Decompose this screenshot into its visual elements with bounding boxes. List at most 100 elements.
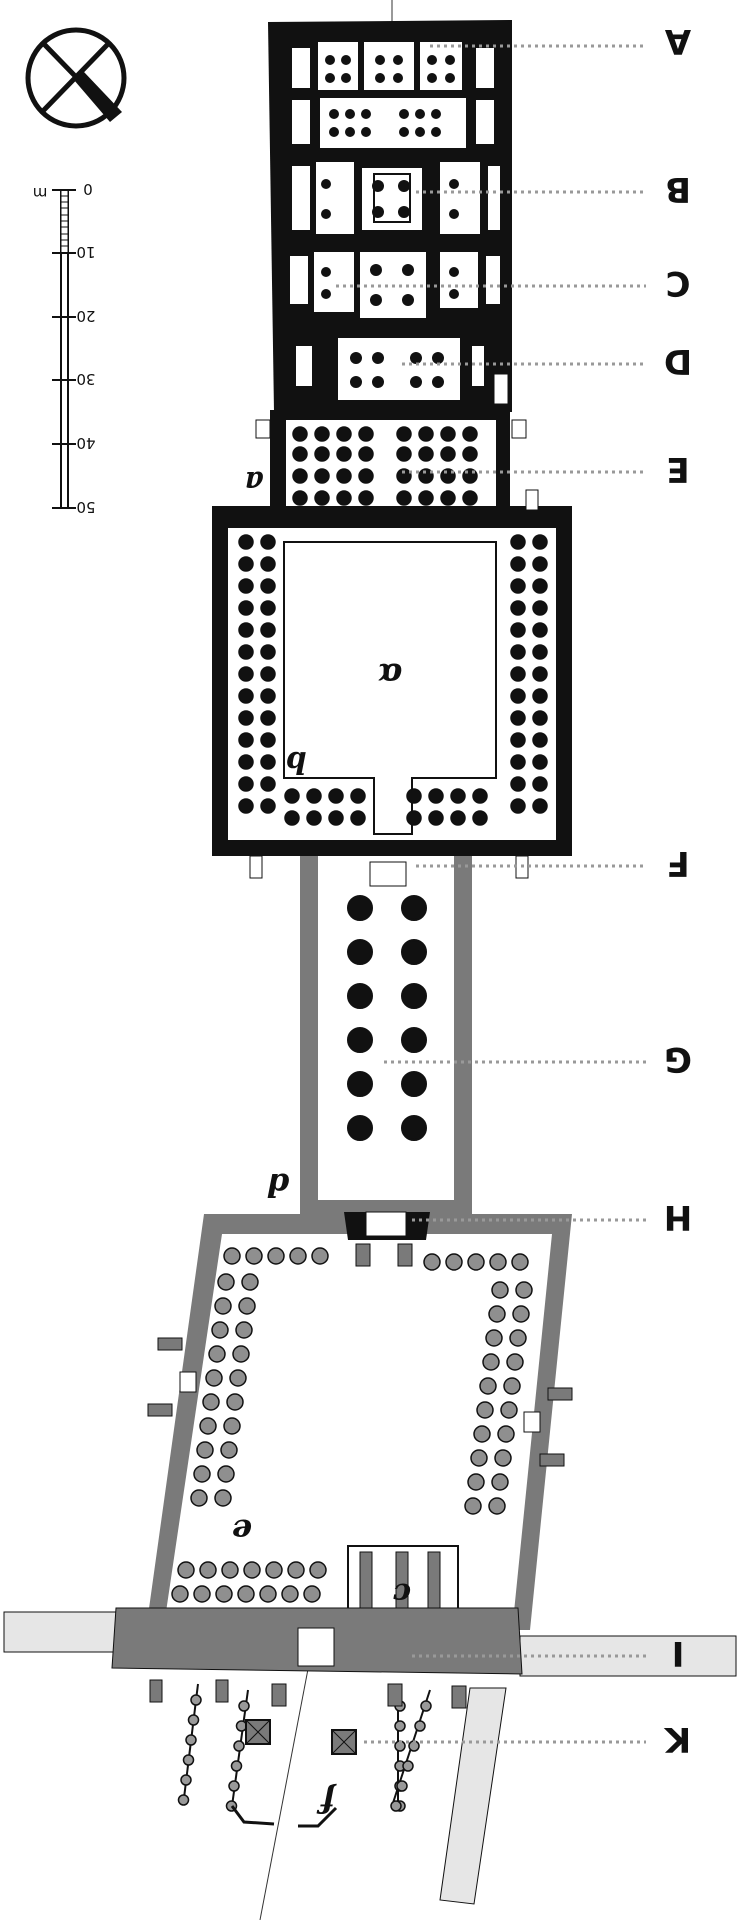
- column: [401, 1027, 427, 1053]
- column: [532, 534, 548, 550]
- column: [267, 1247, 285, 1265]
- column: [462, 446, 478, 462]
- letter-b: b: [286, 744, 307, 779]
- column: [515, 1281, 533, 1299]
- column: [237, 1585, 255, 1603]
- label-H: H: [664, 1197, 692, 1237]
- label-F: F: [666, 843, 689, 883]
- column: [347, 1115, 373, 1141]
- column: [260, 688, 276, 704]
- column: [418, 426, 434, 442]
- column: [260, 622, 276, 638]
- column: [238, 710, 254, 726]
- column: [228, 1780, 240, 1792]
- column: [185, 1734, 197, 1746]
- column: [238, 534, 254, 550]
- column: [503, 1377, 521, 1395]
- column: [347, 895, 373, 921]
- column: [238, 622, 254, 638]
- column: [199, 1417, 217, 1435]
- column: [229, 1369, 247, 1387]
- letter-d: d: [267, 1166, 289, 1204]
- column: [233, 1740, 245, 1752]
- leader-lines: [336, 44, 646, 1744]
- column: [358, 490, 374, 506]
- column: [396, 1780, 408, 1792]
- column: [177, 1794, 190, 1806]
- column: [238, 1297, 256, 1315]
- column: [238, 798, 254, 814]
- column: [193, 1585, 211, 1603]
- column: [467, 1473, 485, 1491]
- column: [260, 776, 276, 792]
- column: [215, 1585, 233, 1603]
- column: [347, 1071, 373, 1097]
- column: [241, 1273, 259, 1291]
- column: [418, 446, 434, 462]
- scale-unit: m: [33, 184, 48, 202]
- column: [488, 1305, 506, 1323]
- column: [259, 1585, 277, 1603]
- letter-a: a: [244, 464, 263, 499]
- column: [221, 1561, 239, 1579]
- column: [506, 1353, 524, 1371]
- colonnade: [300, 856, 472, 1226]
- column: [171, 1585, 189, 1603]
- forecourt: [149, 1679, 467, 1828]
- column: [406, 788, 422, 804]
- pylon: [3, 1607, 737, 1905]
- column: [260, 600, 276, 616]
- column: [396, 446, 412, 462]
- column: [314, 426, 330, 442]
- label-B: B: [665, 169, 691, 209]
- letter-c: c: [393, 1576, 411, 1611]
- column: [401, 895, 427, 921]
- column: [214, 1489, 232, 1507]
- column: [532, 732, 548, 748]
- column: [491, 1473, 509, 1491]
- column: [532, 710, 548, 726]
- column: [512, 1305, 530, 1323]
- section-labels: A B C D E F G H I K: [663, 21, 692, 1759]
- sanctuary-block: [268, 20, 512, 412]
- column: [260, 754, 276, 770]
- column: [260, 644, 276, 660]
- column: [532, 688, 548, 704]
- column: [187, 1714, 200, 1726]
- column: [336, 446, 352, 462]
- column: [467, 1253, 485, 1271]
- column: [394, 1720, 406, 1732]
- column: [510, 534, 526, 550]
- column: [260, 534, 276, 550]
- column: [358, 426, 374, 442]
- column: [199, 1561, 217, 1579]
- column: [336, 426, 352, 442]
- column: [289, 1247, 307, 1265]
- column: [489, 1253, 507, 1271]
- scale-tick-40: 40: [76, 434, 95, 452]
- column: [440, 446, 456, 462]
- column: [406, 810, 422, 826]
- column: [462, 426, 478, 442]
- column: [414, 1720, 426, 1732]
- column: [396, 490, 412, 506]
- column: [205, 1369, 223, 1387]
- label-D: D: [664, 341, 692, 381]
- column: [532, 578, 548, 594]
- column: [450, 788, 466, 804]
- column: [223, 1247, 241, 1265]
- column: [336, 468, 352, 484]
- column: [428, 788, 444, 804]
- column: [532, 644, 548, 660]
- column: [510, 776, 526, 792]
- column: [223, 1417, 241, 1435]
- column: [491, 1281, 509, 1299]
- column: [532, 600, 548, 616]
- column: [401, 939, 427, 965]
- column: [230, 1760, 243, 1772]
- label-A: A: [664, 21, 691, 61]
- column: [217, 1273, 235, 1291]
- column: [190, 1489, 208, 1507]
- column: [190, 1694, 202, 1706]
- column: [510, 622, 526, 638]
